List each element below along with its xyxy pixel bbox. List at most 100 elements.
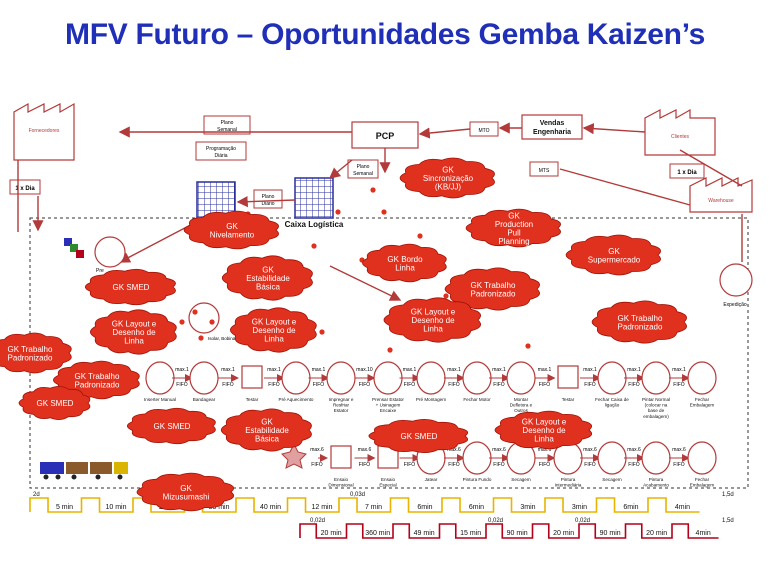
process-circle-top [462, 361, 492, 395]
mto-label: MTO [478, 128, 489, 134]
cloud-label: GK SMED [37, 399, 74, 408]
cloud-shape [90, 309, 177, 355]
plano-semanal-mid [347, 159, 379, 179]
timeline-top-time: 7 min [365, 504, 382, 511]
max-label-top: max.1 [672, 367, 686, 373]
max-label-top: max.1 [447, 367, 461, 373]
timeline-bottom-time: 49 min [414, 530, 435, 537]
process-circle-top [281, 361, 311, 395]
process-label-top: Bandagear [193, 397, 216, 402]
timeline-bottom-time: 90 min [600, 530, 621, 537]
warehouse-factory: Warehouse [689, 177, 753, 213]
heijunka-box-right [294, 177, 334, 219]
programacao-diaria-l2: Diária [214, 153, 227, 159]
max-label-bottom: max.6 [447, 447, 461, 453]
kaizen-cloud: GK SMED [18, 386, 91, 420]
cloud-shape [368, 419, 469, 453]
max-label-bottom: max.6 [583, 447, 597, 453]
max-label-top: max.1 [583, 367, 597, 373]
fifo-label-bottom: FIFO [311, 462, 322, 468]
red-dot [387, 347, 393, 353]
process-label-top: Fechar Motor [463, 397, 491, 402]
isolar-label: Isolar, Bobinar e Inserir [208, 336, 255, 341]
fifo-label-bottom: FIFO [673, 462, 684, 468]
process-circle-top [597, 361, 627, 395]
plano-semanal-top [203, 115, 251, 135]
fifo-label-top: FIFO [404, 382, 415, 388]
cloud-shape [221, 255, 313, 301]
supplier-factory: Fornecedores [13, 102, 75, 161]
max-label-top: max.1 [267, 367, 281, 373]
expedicao-supermarket [719, 263, 753, 297]
red-dot [319, 329, 325, 335]
max-label-bottom: max.6 [310, 447, 324, 453]
fifo-label-bottom: FIFO [404, 462, 415, 468]
plano-semanal-mid-l1: Plano [357, 164, 370, 170]
timeline-bottom-time: 20 min [553, 530, 574, 537]
max-label-bottom: max.6 [358, 447, 372, 453]
red-dot [311, 243, 317, 249]
process-circle-top [687, 361, 717, 395]
timeline-bottom-time: 360 min [365, 530, 390, 537]
material-icon [64, 238, 84, 258]
max-label-top: max.10 [356, 367, 373, 373]
kaizen-cloud: GK SMED [126, 407, 216, 445]
process-label-top: Pré Aquecimento [279, 397, 314, 402]
fifo-label-top: FIFO [359, 382, 370, 388]
cloud-shape [444, 267, 540, 311]
timeline-bottom-line [299, 523, 719, 539]
plano-diario [253, 189, 283, 209]
red-dot [417, 233, 423, 239]
truck-icon [40, 462, 128, 480]
fifo-label-top: FIFO [222, 382, 233, 388]
timeline-bottom-time: 15 min [460, 530, 481, 537]
fifo-label-top: FIFO [448, 382, 459, 388]
timeline-top-end: 1,5d [722, 492, 734, 498]
red-dot [209, 319, 215, 325]
caixa-logistica-label: Caixa Logística [285, 220, 344, 229]
fifo-label-bottom: FIFO [539, 462, 550, 468]
cloud-shape [220, 408, 312, 452]
process-circle-top [326, 361, 356, 395]
cloud-label: GK SMED [154, 422, 191, 431]
fifo-label-bottom: FIFO [448, 462, 459, 468]
process-label-bottom: Secagem [602, 477, 622, 482]
max-label-top: max.1 [492, 367, 506, 373]
process-row-top: Inserter Manualmax.1FIFOBandagearmax.1FI… [144, 361, 717, 419]
warehouse-label: Warehouse [708, 198, 734, 204]
max-label-bottom: max.6 [538, 447, 552, 453]
max-label-bottom: max.6 [672, 447, 686, 453]
expedicao-label: Expedição [723, 302, 747, 308]
process-circle-top [506, 361, 536, 395]
cloud-shape [183, 210, 279, 250]
cloud-shape [136, 472, 235, 512]
process-label-bottom: Pintura Fundo [463, 477, 492, 482]
timeline-top-time: 40 min [260, 504, 281, 511]
programacao-diaria [195, 141, 247, 161]
timeline-top-start: 2d [33, 492, 40, 498]
timeline-top-time: 4min [675, 504, 690, 511]
timeline-top-time: 33 min [208, 504, 229, 511]
timeline-bottom-time: 4min [696, 530, 711, 537]
timeline-top-time: 6min [469, 504, 484, 511]
freq-right-label: 1 x Dia [677, 170, 697, 176]
